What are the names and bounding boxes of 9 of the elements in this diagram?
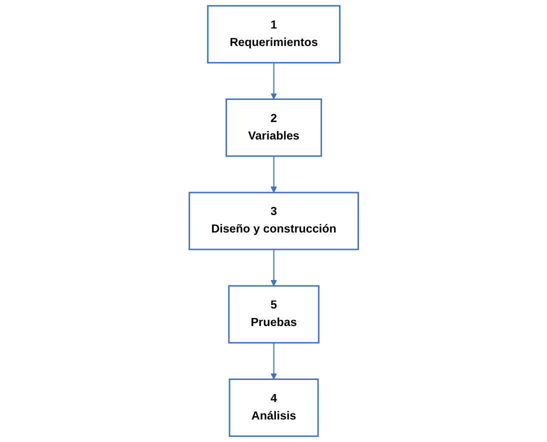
node-box: 1 Requerimientos — [206, 5, 340, 64]
node-box: 3 Diseño y construcción — [188, 192, 359, 250]
arrow — [270, 249, 277, 286]
arrow — [270, 62, 277, 100]
arrow — [270, 156, 277, 193]
node-box: 2 Variables — [225, 98, 322, 157]
node-box: 5 Pruebas — [228, 285, 320, 344]
arrow — [270, 342, 277, 380]
node-box: 4 Análisis — [228, 378, 318, 437]
